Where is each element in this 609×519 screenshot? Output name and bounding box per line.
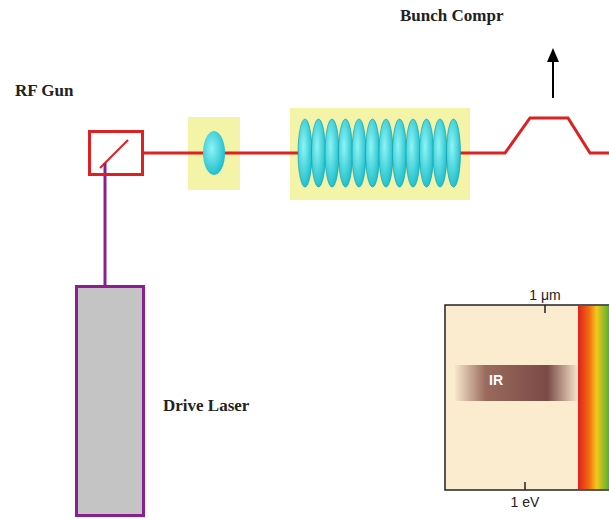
linac-cell bbox=[406, 119, 420, 187]
wavelength-label: 1 μm bbox=[529, 287, 560, 303]
node-label: Drive Laser bbox=[163, 396, 249, 416]
linac-cell bbox=[433, 119, 447, 187]
visible-band bbox=[578, 306, 609, 489]
component-label: Bunch Compr bbox=[400, 6, 503, 26]
linac-cell bbox=[393, 119, 407, 187]
linac-cell bbox=[366, 119, 380, 187]
linac-cell bbox=[312, 119, 326, 187]
linac-cell bbox=[325, 119, 339, 187]
linac-cell bbox=[420, 119, 434, 187]
drive-laser-box: Drive Laser bbox=[75, 285, 145, 517]
solenoid-housing bbox=[188, 117, 240, 190]
node-label: RF Gun bbox=[15, 81, 73, 101]
linac-cell bbox=[339, 119, 353, 187]
ir-band bbox=[455, 365, 578, 401]
linac-housing bbox=[290, 108, 470, 200]
pointer-arrow bbox=[552, 60, 554, 98]
solenoid-lens bbox=[203, 131, 225, 175]
rf-gun-box: RF Gun bbox=[88, 130, 144, 176]
spectrum-inset bbox=[445, 305, 609, 490]
laser-beam bbox=[105, 176, 106, 285]
band-label: IR bbox=[489, 372, 503, 388]
linac-cell bbox=[447, 119, 461, 187]
linac-cell bbox=[352, 119, 366, 187]
energy-label: 1 eV bbox=[511, 494, 540, 510]
linac-cell bbox=[298, 119, 312, 187]
linac-cell bbox=[379, 119, 393, 187]
linac-cells bbox=[298, 119, 461, 187]
